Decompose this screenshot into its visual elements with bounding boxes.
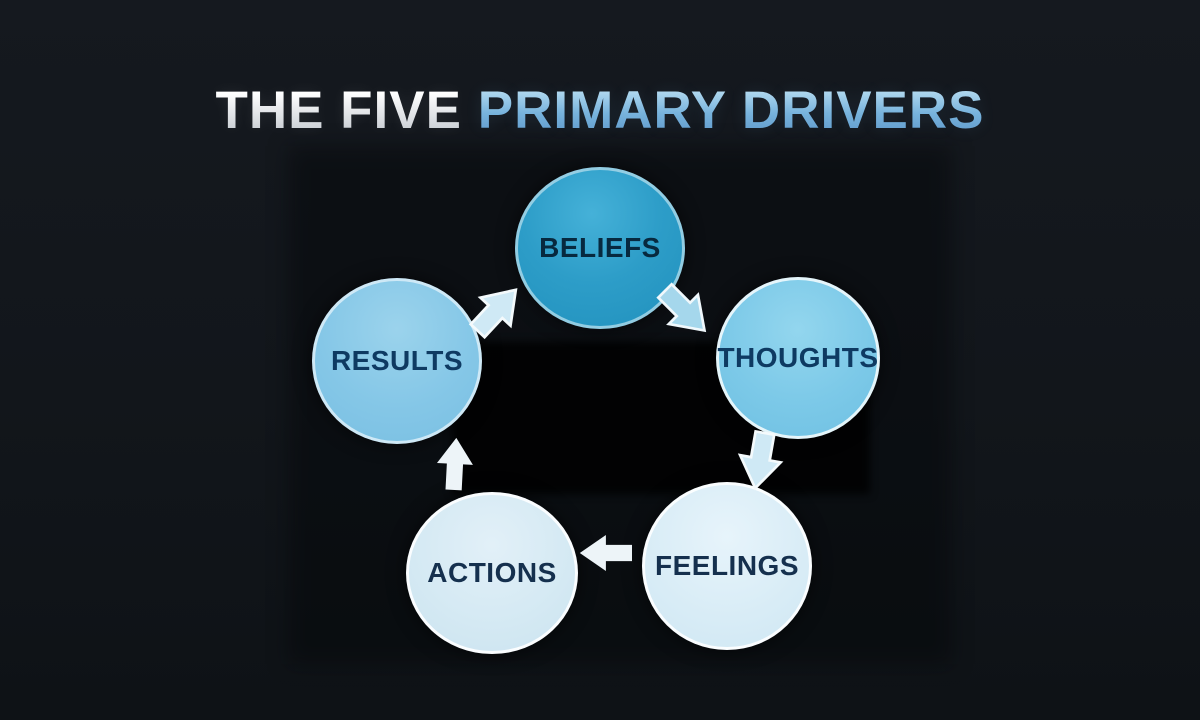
node-thoughts-label: THOUGHTS <box>717 342 879 373</box>
arrow-up-icon <box>434 435 477 491</box>
node-results: RESULTS <box>312 278 482 444</box>
node-actions-label: ACTIONS <box>427 557 557 588</box>
node-beliefs-label: BELIEFS <box>539 232 661 263</box>
node-actions: ACTIONS <box>406 492 578 654</box>
title-prefix: THE FIVE <box>215 81 462 140</box>
page-title: THE FIVE PRIMARY DRIVERS <box>0 82 1200 140</box>
node-feelings: FEELINGS <box>642 482 812 650</box>
arrow-down-icon <box>736 429 785 491</box>
node-feelings-label: FEELINGS <box>654 550 799 581</box>
arrow-left-icon <box>578 533 632 573</box>
node-thoughts: THOUGHTS <box>716 277 880 439</box>
arrow-down-right-icon <box>652 278 718 344</box>
title-highlight: PRIMARY DRIVERS <box>477 81 985 140</box>
arrow-up-right-icon <box>464 277 530 344</box>
node-results-label: RESULTS <box>330 345 464 376</box>
node-beliefs: BELIEFS <box>515 167 685 329</box>
